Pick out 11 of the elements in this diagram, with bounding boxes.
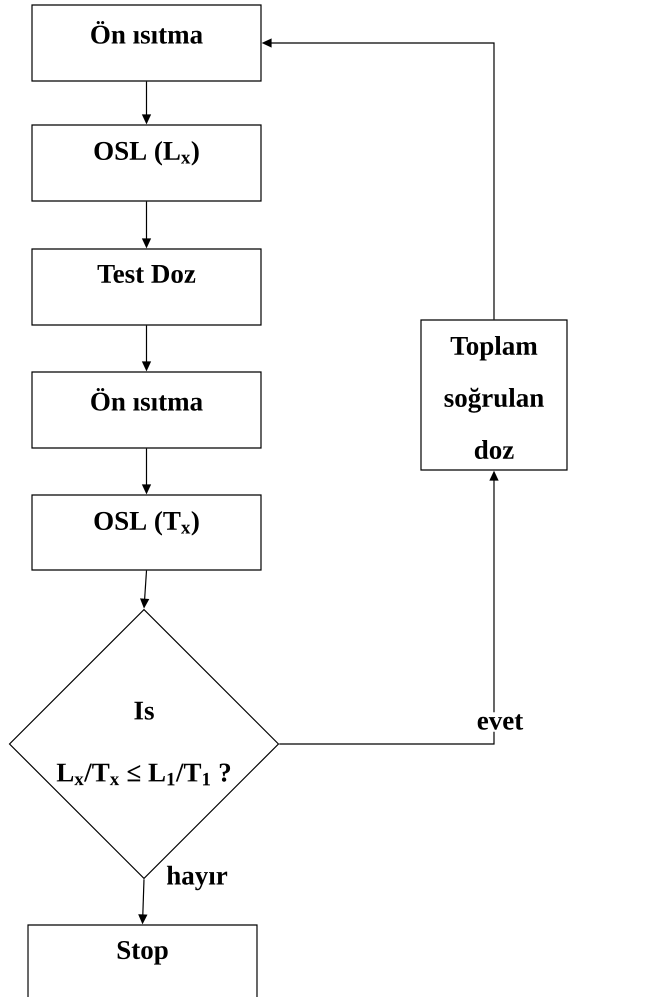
process-box: OSL (L$_{x}$) <box>31 124 262 202</box>
decision-text: Is <box>134 702 154 720</box>
process-box: Toplam soğrulan doz <box>420 319 568 471</box>
process-box: Stop <box>27 924 258 997</box>
process-box: Test Doz <box>31 248 262 326</box>
process-box: Ön ısıtma <box>31 4 262 82</box>
decision-text: L$_{x}$/T$_{x}$ ≤ L$_{1}$/T$_{1}$ ? <box>56 764 230 786</box>
edge-label: evet <box>474 712 526 732</box>
process-box: Ön ısıtma <box>31 371 262 449</box>
edge-label: hayır <box>164 864 230 892</box>
process-box: OSL (T$_{x}$) <box>31 494 262 571</box>
